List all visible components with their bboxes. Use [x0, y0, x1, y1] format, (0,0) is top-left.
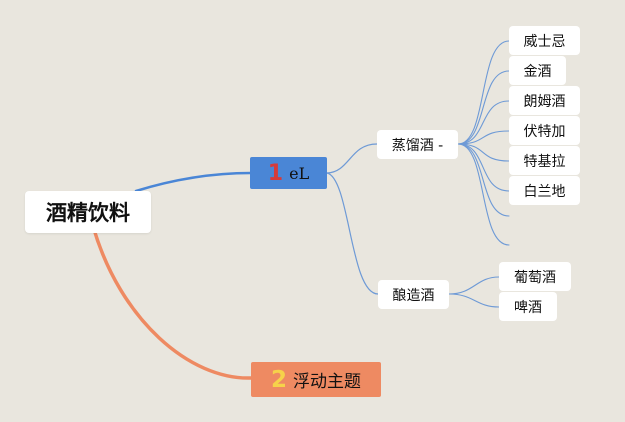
subtopic-distilled[interactable]: 蒸馏酒 - — [377, 130, 458, 159]
connector-distilled-leaf-0 — [457, 40, 510, 145]
floating-topic-label: 浮动主题 — [293, 372, 361, 392]
leaf-rum[interactable]: 朗姆酒 — [509, 86, 580, 115]
leaf-brandy[interactable]: 白兰地 — [509, 176, 580, 205]
connector-brewed-wine — [448, 276, 500, 295]
leaf-wine[interactable]: 葡萄酒 — [499, 262, 571, 291]
leaf-tequila[interactable]: 特基拉 — [509, 146, 580, 175]
main-topic-1[interactable]: 1 eL — [250, 157, 327, 189]
connector-distilled-leaf-6 — [457, 143, 510, 217]
leaf-gin[interactable]: 金酒 — [509, 56, 566, 85]
connector-root-floating — [91, 224, 253, 380]
connector-branch-distilled — [326, 143, 378, 174]
connector-distilled-leaf-5 — [457, 143, 510, 192]
connector-distilled-leaf-7 — [457, 143, 510, 246]
topic-number-1: 1 — [267, 160, 284, 186]
central-topic[interactable]: 酒精饮料 — [25, 191, 151, 233]
leaf-vodka[interactable]: 伏特加 — [509, 116, 580, 145]
connector-distilled-leaf-3 — [457, 130, 510, 145]
subtopic-brewed[interactable]: 酿造酒 — [378, 280, 449, 309]
connector-brewed-beer — [448, 293, 500, 308]
connector-branch-brewed — [326, 172, 379, 295]
leaf-whisky[interactable]: 威士忌 — [509, 26, 580, 55]
connector-distilled-leaf-1 — [457, 70, 510, 145]
main-topic-1-label: eL — [289, 163, 310, 183]
floating-topic[interactable]: 2 浮动主题 — [251, 362, 381, 397]
connector-distilled-leaf-2 — [457, 100, 510, 145]
connector-distilled-leaf-4 — [457, 143, 510, 162]
topic-number-2: 2 — [270, 366, 287, 393]
leaf-beer[interactable]: 啤酒 — [499, 292, 557, 321]
connector-root-branch-1 — [134, 171, 253, 193]
